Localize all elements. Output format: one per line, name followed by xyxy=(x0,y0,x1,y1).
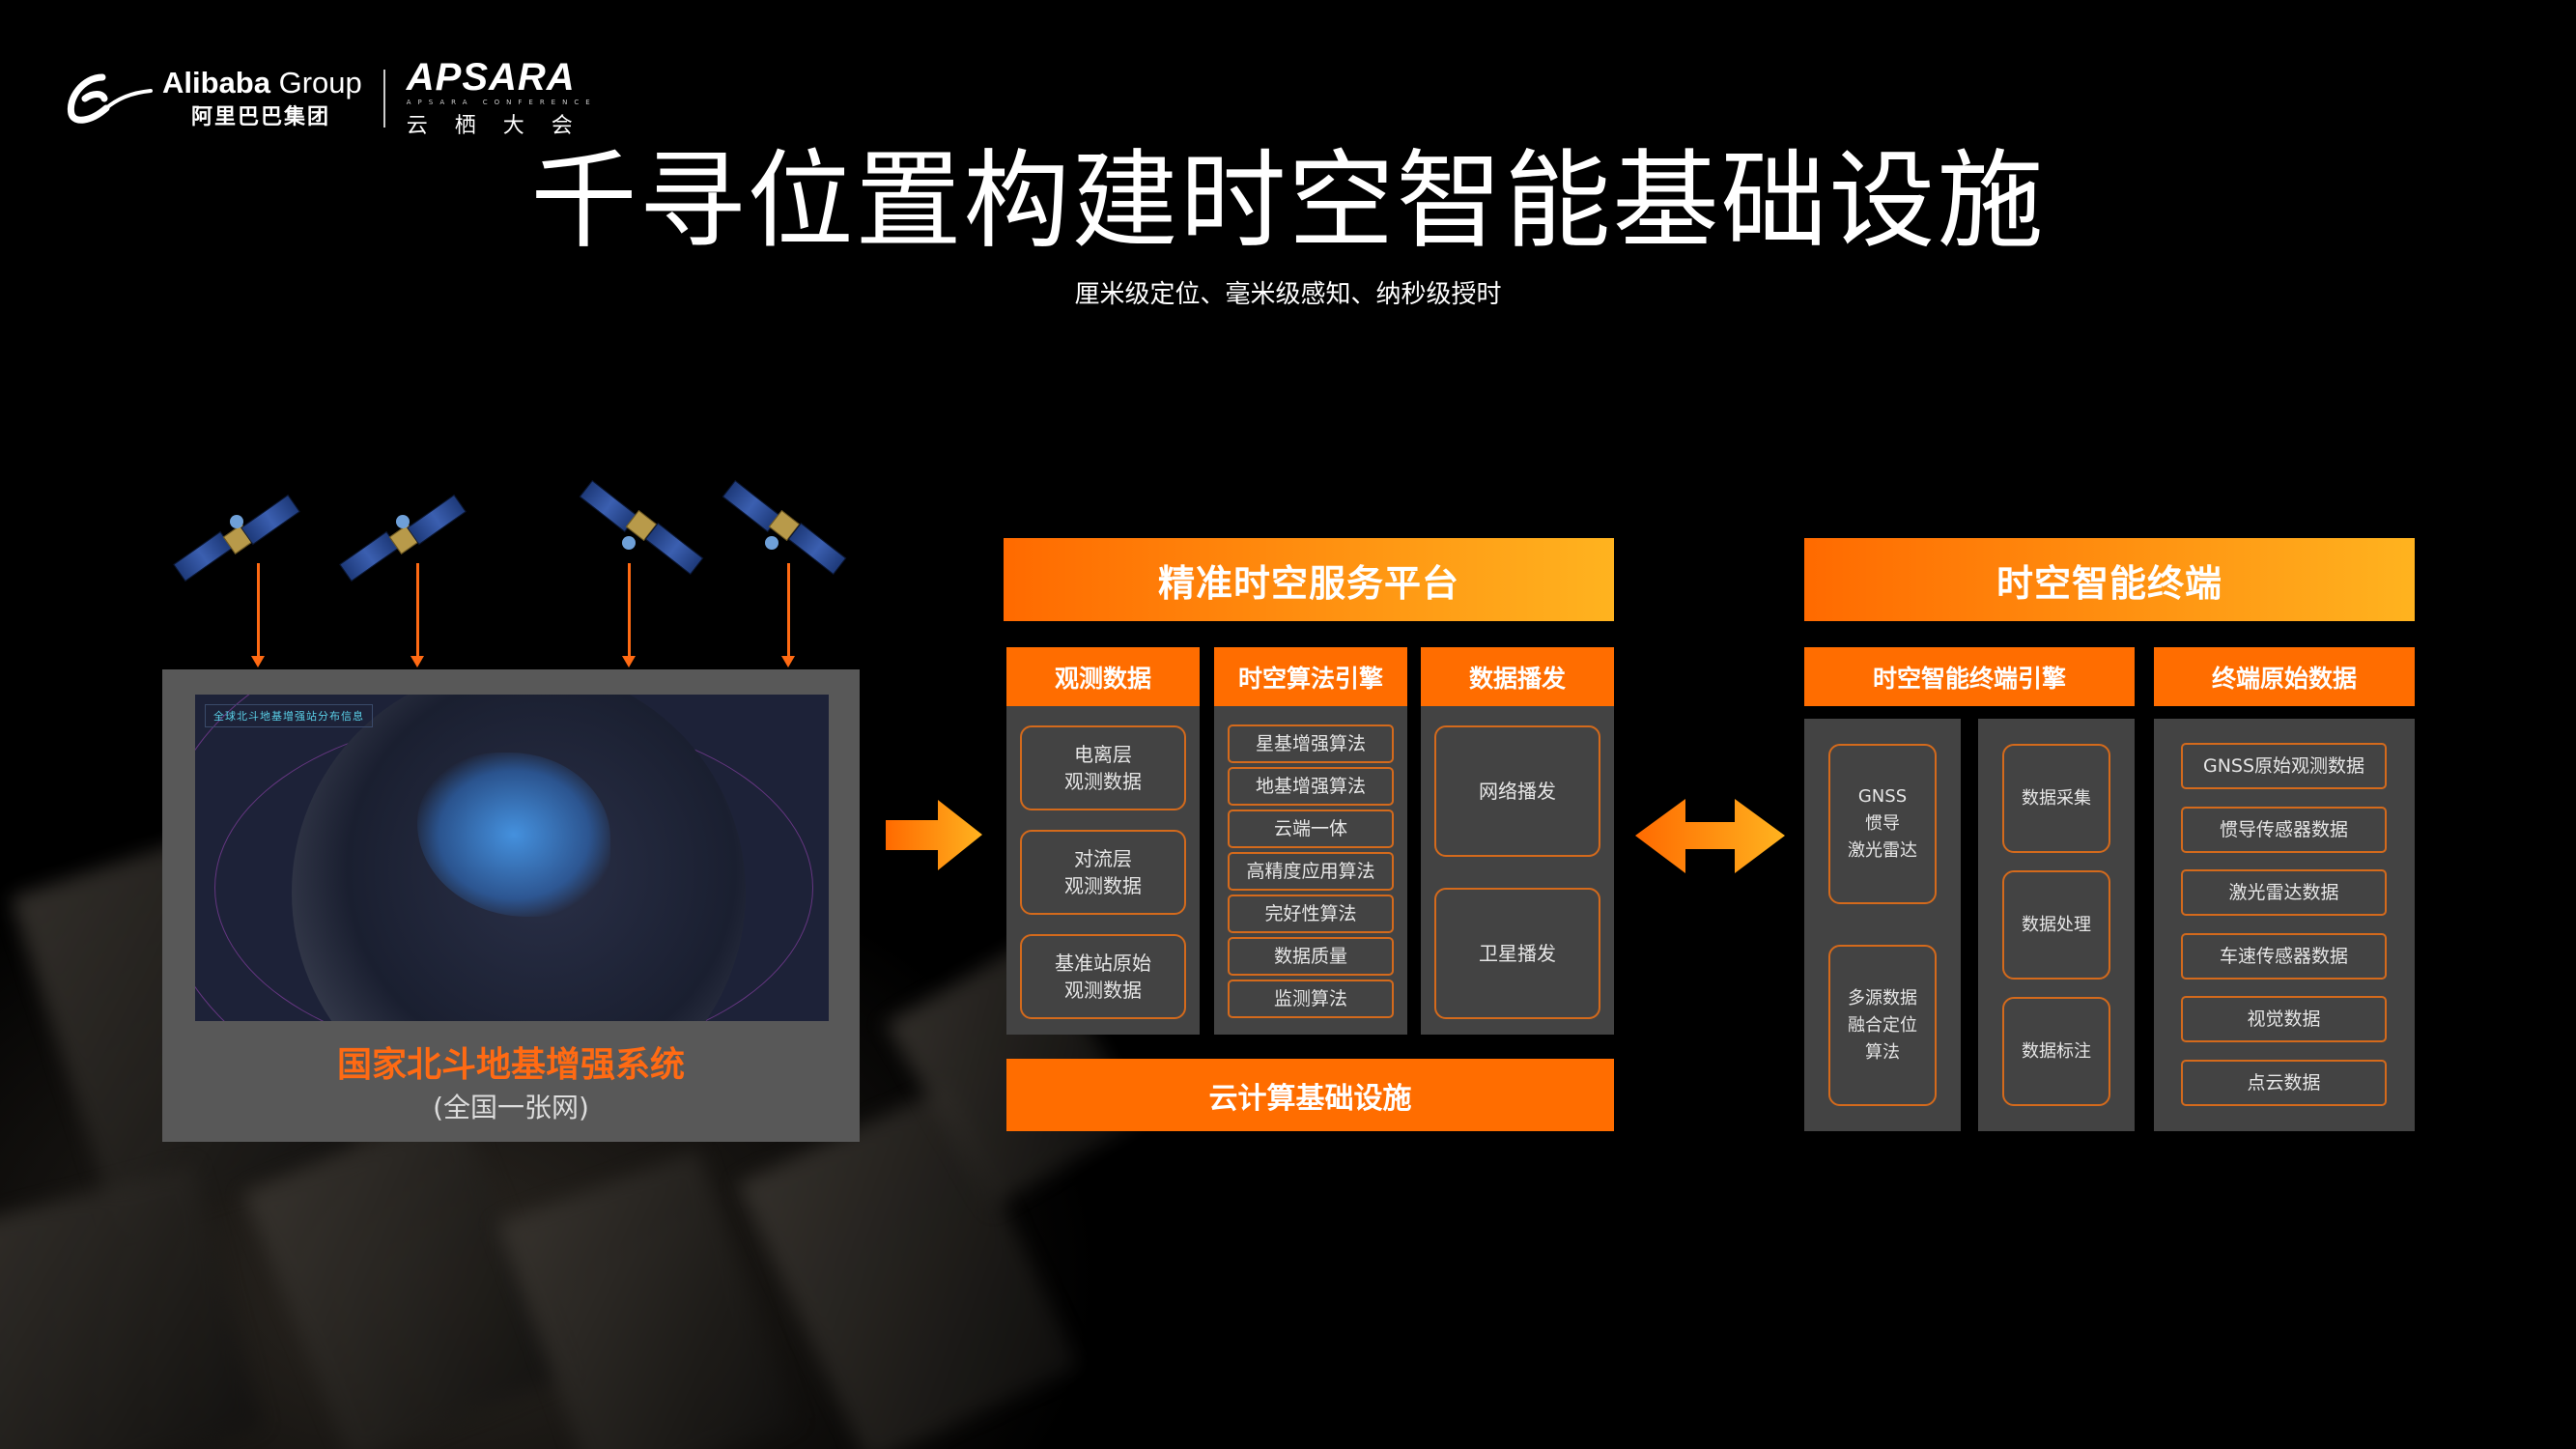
column-header-raw-data: 终端原始数据 xyxy=(2154,647,2415,706)
engine-process-column: 数据采集 数据处理 数据标注 xyxy=(1978,719,2135,1131)
engine-item: 数据处理 xyxy=(2002,870,2110,980)
signal-arrow-icon xyxy=(781,563,795,668)
raw-data-item: GNSS原始观测数据 xyxy=(2181,743,2387,789)
algorithm-column: 星基增强算法 地基增强算法 云端一体 高精度应用算法 完好性算法 数据质量 监测… xyxy=(1214,706,1407,1035)
engine-item: 多源数据 融合定位 算法 xyxy=(1828,945,1937,1106)
apsara-wordmark: APSARA xyxy=(406,56,576,99)
algorithm-item: 数据质量 xyxy=(1228,937,1394,976)
column-header-observation: 观测数据 xyxy=(1006,647,1200,706)
observation-column: 电离层 观测数据 对流层 观测数据 基准站原始 观测数据 xyxy=(1006,706,1200,1035)
raw-data-item: 激光雷达数据 xyxy=(2181,869,2387,916)
station-subtitle: (全国一张网) xyxy=(433,1092,589,1123)
apsara-logo: APSARA APSARA CONFERENCE 云栖大会 xyxy=(407,58,600,139)
algorithm-item: 星基增强算法 xyxy=(1228,724,1394,763)
observation-item: 对流层 观测数据 xyxy=(1020,830,1186,915)
raw-data-item: 惯导传感器数据 xyxy=(2181,807,2387,853)
page-title: 千寻位置构建时空智能基础设施 xyxy=(530,139,2046,263)
raw-data-column: GNSS原始观测数据 惯导传感器数据 激光雷达数据 车速传感器数据 视觉数据 点… xyxy=(2154,719,2415,1131)
raw-data-item: 点云数据 xyxy=(2181,1060,2387,1106)
observation-item: 电离层 观测数据 xyxy=(1020,725,1186,810)
terminal-banner: 时空智能终端 xyxy=(1804,538,2415,621)
platform-banner: 精准时空服务平台 xyxy=(1004,538,1614,621)
engine-item: 数据标注 xyxy=(2002,997,2110,1106)
engine-item: 数据采集 xyxy=(2002,744,2110,853)
apsara-cn-wordmark: 云栖大会 xyxy=(406,114,600,138)
arrow-right-icon xyxy=(886,800,982,870)
signal-arrow-icon xyxy=(622,563,636,668)
algorithm-item: 完好性算法 xyxy=(1228,895,1394,933)
cloud-infrastructure-bar: 云计算基础设施 xyxy=(1006,1059,1614,1131)
signal-arrow-icon xyxy=(410,563,424,668)
ground-station-panel: 全球北斗地基增强站分布信息 国家北斗地基增强系统 (全国一张网) xyxy=(162,669,860,1142)
engine-item: GNSS 惯导 激光雷达 xyxy=(1828,744,1937,904)
satellite-icon xyxy=(339,488,467,594)
station-title: 国家北斗地基增强系统 xyxy=(336,1045,685,1085)
map-label: 全球北斗地基增强站分布信息 xyxy=(205,704,373,727)
broadcast-item: 卫星播发 xyxy=(1434,888,1600,1019)
column-header-algorithm: 时空算法引擎 xyxy=(1214,647,1407,706)
observation-item: 基准站原始 观测数据 xyxy=(1020,934,1186,1019)
satellite-icon xyxy=(579,478,705,584)
brand-logos: Alibaba Group 阿里巴巴集团 APSARA APSARA CONFE… xyxy=(64,58,600,139)
algorithm-item: 地基增强算法 xyxy=(1228,767,1394,806)
broadcast-item: 网络播发 xyxy=(1434,725,1600,857)
algorithm-item: 高精度应用算法 xyxy=(1228,852,1394,891)
logo-divider xyxy=(382,70,385,128)
alibaba-cn-wordmark: 阿里巴巴集团 xyxy=(191,105,331,129)
column-header-broadcast: 数据播发 xyxy=(1421,647,1614,706)
satellite-icon xyxy=(173,488,300,594)
station-distribution-map: 全球北斗地基增强站分布信息 xyxy=(195,695,829,1021)
raw-data-item: 视觉数据 xyxy=(2181,996,2387,1042)
apsara-subtitle: APSARA CONFERENCE xyxy=(406,99,597,106)
algorithm-item: 监测算法 xyxy=(1228,980,1394,1018)
station-cluster xyxy=(417,753,610,917)
column-header-terminal-engine: 时空智能终端引擎 xyxy=(1804,647,2135,706)
page-subtitle: 厘米级定位、毫米级感知、纳秒级授时 xyxy=(1074,280,1502,309)
engine-sensor-column: GNSS 惯导 激光雷达 多源数据 融合定位 算法 xyxy=(1804,719,1961,1131)
alibaba-logo-icon xyxy=(64,70,155,128)
algorithm-item: 云端一体 xyxy=(1228,810,1394,848)
alibaba-group-wordmark: Alibaba Group xyxy=(162,66,362,99)
double-arrow-icon xyxy=(1635,799,1785,873)
signal-arrow-icon xyxy=(251,563,265,668)
broadcast-column: 网络播发 卫星播发 xyxy=(1421,706,1614,1035)
raw-data-item: 车速传感器数据 xyxy=(2181,933,2387,980)
satellite-icon xyxy=(722,478,848,584)
